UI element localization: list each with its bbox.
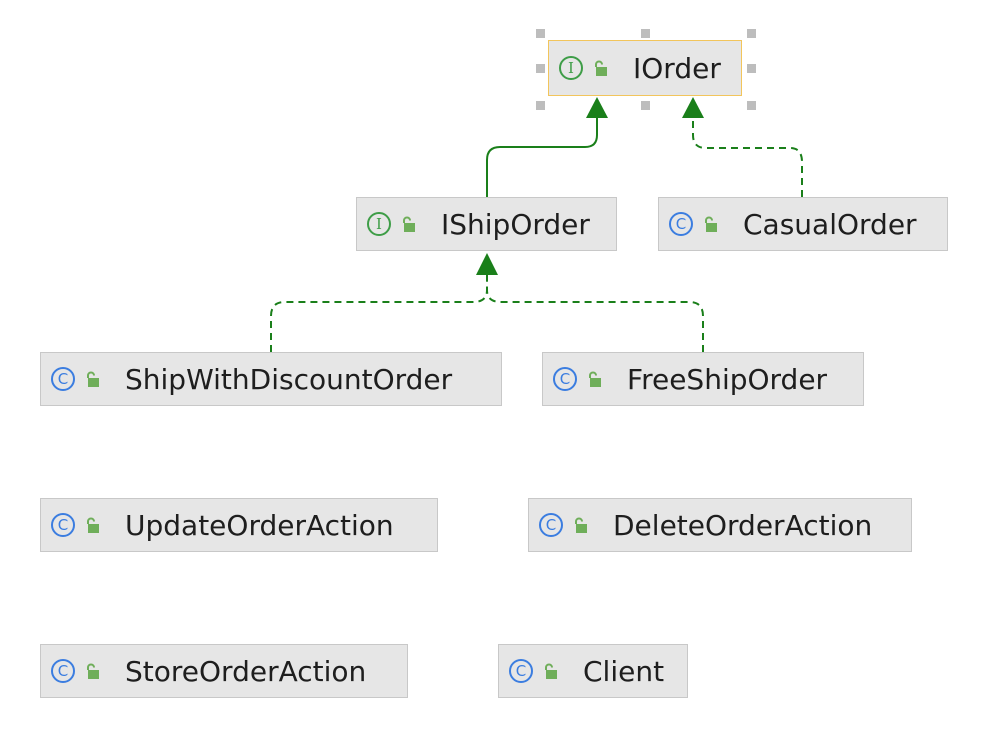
node-label: CasualOrder: [743, 207, 917, 241]
unlocked-icon: [87, 517, 99, 533]
selection-handle[interactable]: [747, 64, 756, 73]
node-label: ShipWithDiscountOrder: [125, 362, 453, 396]
unlocked-icon: [705, 216, 717, 232]
class-icon: C: [539, 513, 563, 537]
unlocked-icon: [403, 216, 415, 232]
class-icon: C: [669, 212, 693, 236]
interface-icon: I: [559, 56, 583, 80]
unlocked-icon: [589, 371, 601, 387]
node-ishiporder[interactable]: I IShipOrder: [356, 197, 617, 251]
node-shipwithdiscountorder[interactable]: C ShipWithDiscountOrder: [40, 352, 502, 406]
edge-freeshiporder-ishiporder: [486, 274, 704, 352]
node-deleteorderaction[interactable]: C DeleteOrderAction: [528, 498, 912, 552]
unlocked-icon: [595, 60, 607, 76]
unlocked-icon: [87, 663, 99, 679]
node-label: IOrder: [633, 51, 721, 85]
class-icon: C: [509, 659, 533, 683]
selection-handle[interactable]: [641, 29, 650, 38]
node-label: IShipOrder: [441, 207, 590, 241]
selection-handle[interactable]: [536, 101, 545, 110]
node-casualorder[interactable]: C CasualOrder: [658, 197, 948, 251]
node-freeshiporder[interactable]: C FreeShipOrder: [542, 352, 864, 406]
node-storeorderaction[interactable]: C StoreOrderAction: [40, 644, 408, 698]
node-iorder[interactable]: I IOrder: [548, 40, 742, 96]
arrowhead-iorder-right: [682, 97, 704, 118]
selection-handle[interactable]: [641, 101, 650, 110]
interface-icon: I: [367, 212, 391, 236]
class-icon: C: [51, 513, 75, 537]
selection-handle[interactable]: [747, 29, 756, 38]
selection-handle[interactable]: [536, 64, 545, 73]
node-label: FreeShipOrder: [627, 362, 828, 396]
unlocked-icon: [87, 371, 99, 387]
unlocked-icon: [575, 517, 587, 533]
arrowhead-ishiporder: [476, 253, 498, 275]
unlocked-icon: [545, 663, 557, 679]
edge-shipwithdiscount-ishiporder: [270, 274, 488, 352]
node-label: DeleteOrderAction: [613, 508, 873, 542]
selection-handle[interactable]: [747, 101, 756, 110]
edge-casualorder-iorder: [692, 118, 803, 197]
class-icon: C: [51, 367, 75, 391]
edge-ishiporder-iorder: [486, 118, 598, 197]
selection-handle[interactable]: [536, 29, 545, 38]
node-label: UpdateOrderAction: [125, 508, 394, 542]
node-client[interactable]: C Client: [498, 644, 688, 698]
class-icon: C: [553, 367, 577, 391]
node-updateorderaction[interactable]: C UpdateOrderAction: [40, 498, 438, 552]
arrowhead-iorder-left: [586, 97, 608, 118]
node-label: StoreOrderAction: [125, 654, 367, 688]
class-icon: C: [51, 659, 75, 683]
node-label: Client: [583, 654, 665, 688]
